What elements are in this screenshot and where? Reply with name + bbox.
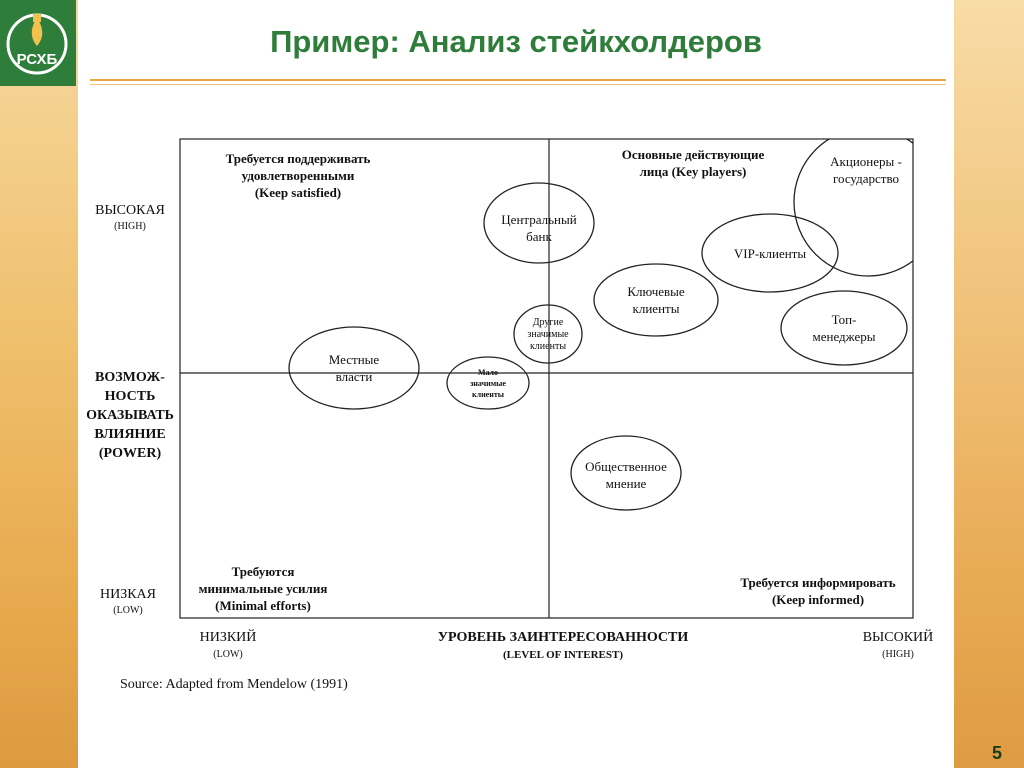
title-rule [90,79,946,81]
quadrant-keep-satisfied: Требуется поддерживать удовлетворенными … [225,151,371,200]
matrix-frame [179,138,914,619]
ellipse-top-managers [780,290,908,366]
svg-text:РСХБ: РСХБ [17,51,58,68]
stakeholder-other-clients: Другие значимые клиенты [527,317,569,352]
ellipse-other-clients [513,304,583,364]
wheat-background-left [0,0,78,768]
x-axis-title: УРОВЕНЬ ЗАИНТЕРЕСОВАННОСТИ [437,630,689,645]
ellipse-minor-clients [446,356,530,410]
ellipse-vip-clients [701,213,839,293]
y-axis-low-label: НИЗКАЯ [99,587,157,602]
stakeholder-vip-clients: VIP-клиенты [733,246,807,261]
rshb-logo: РСХБ [0,0,76,86]
ellipse-public-opinion [570,435,682,511]
x-axis-low-label: НИЗКИЙ [199,630,257,645]
y-axis-high-label: ВЫСОКАЯ [95,203,165,218]
ellipse-key-clients [593,263,719,337]
y-axis-high-en: (HIGH) [114,221,146,232]
quadrant-minimal-efforts: Требуются минимальные усилия (Minimal ef… [198,564,328,613]
ellipse-central-bank [483,182,595,264]
ellipse-local-authorities [288,326,420,410]
stakeholder-public-opinion: Общественное мнение [585,459,667,491]
stakeholder-local-authorities: Местные власти [328,352,380,384]
source-note: Source: Adapted from Mendelow (1991) [120,677,348,692]
wheat-background-right [954,0,1024,768]
page-number: 5 [991,743,1002,763]
x-axis-high-label: ВЫСОКИЙ [862,630,934,645]
slide: Пример: Анализ стейкхолдеров ВЫСОКАЯ (HI… [78,0,954,768]
quadrant-key-players: Основные действующие лица (Key players) [621,147,765,179]
x-axis-low-en: (LOW) [213,649,243,660]
stakeholder-central-bank: Центральный банк [501,212,577,244]
x-axis-title-en: (LEVEL OF INTEREST) [502,649,623,661]
x-axis-high-en: (HIGH) [882,649,914,660]
stakeholder-top-managers: Топ- менеджеры [812,312,876,344]
quadrant-keep-informed: Требуется информировать (Keep informed) [740,575,896,607]
ellipse-shareholders [793,139,913,277]
stakeholder-key-clients: Ключевые клиенты [627,284,685,316]
stakeholder-matrix [179,138,914,619]
y-axis-low-en: (LOW) [113,605,143,616]
stakeholder-minor-clients: Мало значимые клиенты [470,368,506,399]
slide-title: Пример: Анализ стейкхолдеров [270,24,762,59]
stakeholder-shareholders: Акционеры - государство [830,154,902,186]
title-rule-thin [90,84,946,85]
y-axis-title: ВОЗМОЖ- НОСТЬ ОКАЗЫВАТЬ ВЛИЯНИЕ (POWER) [86,370,174,461]
